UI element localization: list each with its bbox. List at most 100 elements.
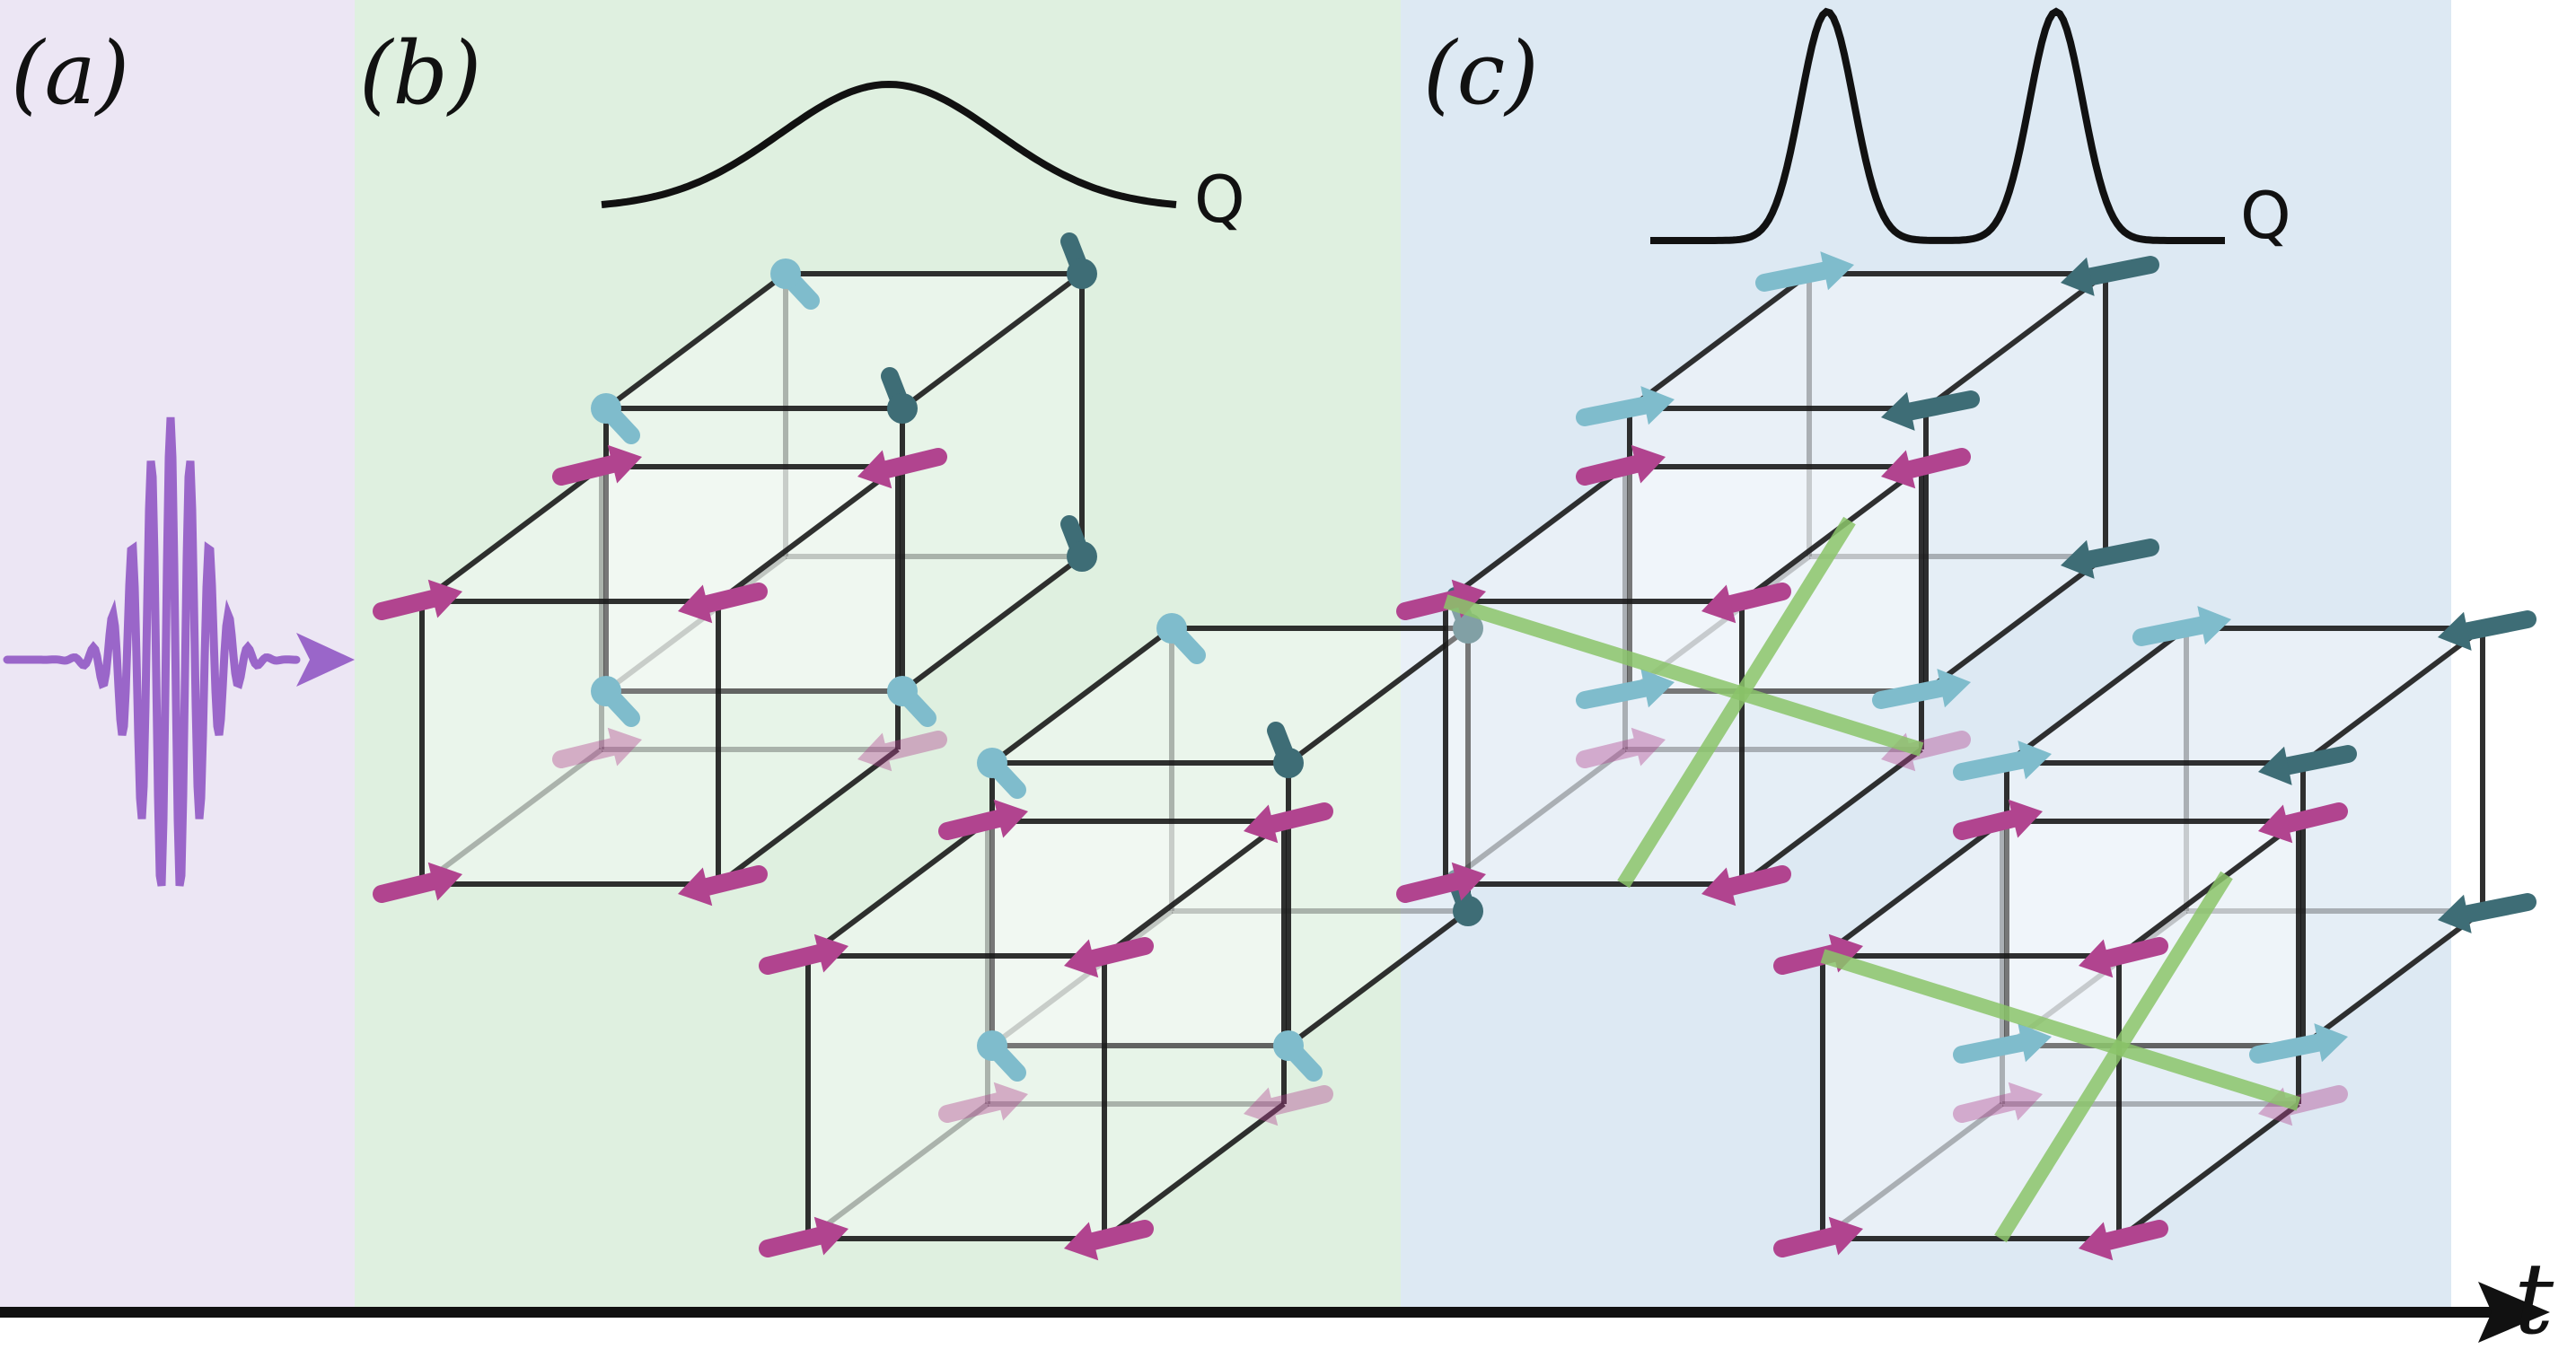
magenta-spin-arrow — [857, 448, 947, 489]
spin-shaft — [2099, 937, 2168, 968]
cyan-spin-arrow — [2249, 1023, 2348, 1064]
cube-edge — [1740, 747, 1923, 887]
spin-shaft — [373, 872, 442, 903]
spin-ball — [1273, 748, 1304, 778]
magenta-spin-arrow — [373, 862, 462, 903]
spin-shaft — [1576, 738, 1645, 768]
spin-head — [857, 732, 892, 772]
magenta-spin-arrow — [2079, 1220, 2168, 1261]
spin-shaft — [2458, 893, 2536, 924]
magenta-spin-arrow — [1953, 799, 2043, 840]
spin-head — [2438, 894, 2472, 933]
cyan-spin-stub — [1267, 722, 1304, 778]
bond-line — [1820, 949, 2301, 1111]
cyan-spin-stub — [1273, 1030, 1323, 1082]
q-label-c: Q — [2240, 178, 2291, 253]
unit-cell-3 — [1396, 251, 2159, 907]
cyan-spin-stub — [1060, 515, 1097, 572]
magenta-spin-arrow — [1701, 583, 1791, 624]
cube-edge — [1628, 271, 1811, 411]
cube-edge — [1444, 747, 1627, 887]
spin-head — [1064, 1222, 1099, 1261]
magenta-spin-arrow — [1396, 862, 1486, 903]
time-axis-label: t — [2514, 1241, 2554, 1356]
spin-ball — [1453, 896, 1483, 926]
spin-shaft — [2081, 256, 2159, 286]
cube-edge — [990, 626, 1174, 766]
cube-edge — [604, 271, 787, 411]
cube-edge — [901, 554, 1084, 694]
spin-shaft — [1576, 396, 1654, 426]
cyan-spin-arrow — [1953, 1023, 2052, 1064]
cube-edge — [2301, 908, 2484, 1048]
spin-shaft — [2099, 1220, 2168, 1250]
spin-head — [1244, 1087, 1279, 1126]
magenta-spin-arrow — [759, 933, 848, 975]
spin-shaft — [1953, 810, 2022, 840]
cube-top-face — [606, 274, 1082, 408]
magenta-spin-arrow — [1576, 727, 1666, 768]
cyan-spin-stub — [1156, 613, 1206, 664]
cube-edge — [2301, 626, 2484, 766]
spin-shaft — [1902, 448, 1971, 478]
cyan-spin-stub — [887, 676, 936, 727]
spin-shaft — [552, 455, 621, 486]
spin-shaft — [2249, 1033, 2327, 1064]
spin-head — [2018, 740, 2052, 780]
lower-cube — [1443, 464, 1924, 887]
spin-shaft — [1953, 1033, 2031, 1064]
magenta-spin-arrow — [938, 1082, 1028, 1123]
time-axis-arrowhead — [2478, 1282, 2550, 1343]
spin-shaft — [2279, 745, 2357, 775]
panel-c-label: (c) — [1423, 23, 1539, 124]
spin-shaft — [1953, 1092, 2022, 1123]
spin-head — [1881, 450, 1916, 489]
spin-ball — [1273, 1030, 1304, 1061]
spin-head — [2008, 1082, 2043, 1121]
upper-cube — [1627, 271, 2108, 694]
cube-top-face — [808, 821, 1284, 956]
cube-edge — [901, 271, 1084, 411]
spin-head — [1451, 862, 1486, 901]
unit-cell-1 — [373, 232, 1097, 907]
spin-head — [2438, 611, 2472, 651]
spin-shaft — [938, 810, 1007, 840]
cyan-spin-arrow — [1881, 390, 1980, 431]
cyan-spin-stub — [977, 1030, 1026, 1082]
cyan-spin-stub — [977, 748, 1026, 799]
spin-head — [993, 1082, 1028, 1121]
cube-edge — [2117, 819, 2300, 959]
spin-head — [1631, 444, 1666, 484]
cube-edge — [1821, 819, 2004, 959]
spin-head — [1631, 727, 1666, 767]
spin-head — [2008, 799, 2043, 838]
cube-edge — [1740, 464, 1923, 604]
cube-top-face — [1823, 821, 2299, 956]
bond-line — [1994, 871, 2233, 1243]
spin-shaft — [1264, 1085, 1333, 1116]
spin-head — [427, 862, 462, 901]
magenta-spin-arrow — [1064, 1220, 1154, 1261]
cube-edge — [1103, 819, 1286, 959]
magenta-spin-arrow — [2258, 802, 2348, 844]
spin-head — [2061, 539, 2095, 579]
spin-shaft — [552, 738, 621, 768]
cube-edge — [990, 908, 1174, 1048]
spin-head — [1064, 939, 1099, 978]
cyan-spin-arrow — [1576, 669, 1675, 709]
cube-front-face — [422, 601, 718, 884]
spin-shaft — [2132, 616, 2211, 646]
magenta-spin-arrow — [1244, 1085, 1333, 1126]
cube-edge — [1287, 908, 1470, 1048]
spin-shaft — [1722, 583, 1791, 613]
spin-head — [2197, 606, 2231, 645]
cube-front-face — [992, 763, 1288, 1046]
cyan-spin-stub — [591, 393, 640, 444]
spin-head — [678, 584, 713, 624]
spin-ball — [977, 1030, 1007, 1061]
spin-shaft — [1576, 455, 1645, 486]
bond-line — [1617, 516, 1856, 889]
lower-cube — [805, 819, 1287, 1241]
magenta-spin-arrow — [2079, 937, 2168, 978]
magenta-spin-arrow — [1576, 444, 1666, 486]
